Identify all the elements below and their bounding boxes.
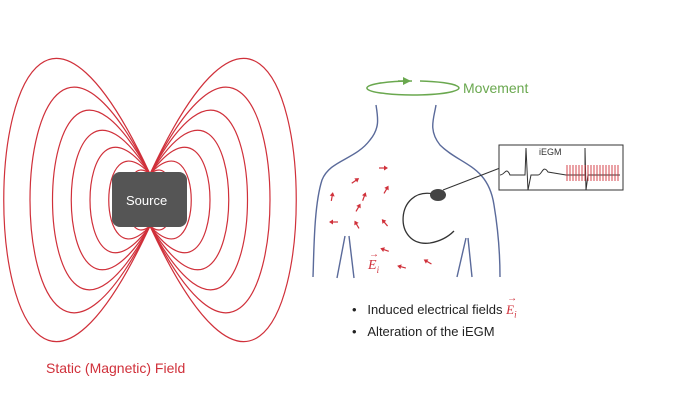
efield-symbol: →Ei <box>368 249 380 275</box>
connector-line <box>442 167 501 191</box>
pacemaker-lead <box>402 192 455 244</box>
field-line <box>51 109 151 291</box>
field-line <box>70 129 151 271</box>
field-arrow <box>383 185 389 194</box>
iegm-label: iEGM <box>539 147 562 157</box>
source-box <box>112 172 187 227</box>
field-arrow <box>329 219 338 225</box>
induced-field-arrows <box>329 165 432 270</box>
magnetic-field-lines <box>3 58 297 342</box>
field-line <box>3 58 151 342</box>
field-line <box>149 58 297 342</box>
field-arrow <box>381 219 389 227</box>
field-line <box>108 160 151 240</box>
field-arrow <box>329 192 335 202</box>
movement-label: Movement <box>463 80 529 96</box>
source-label: Source <box>126 193 168 208</box>
field-line <box>149 129 230 271</box>
field-line <box>149 109 249 291</box>
field-arrow <box>379 165 388 171</box>
field-label: Static (Magnetic) Field <box>46 360 186 376</box>
field-arrow <box>361 192 367 201</box>
movement-rotation-icon <box>366 77 460 96</box>
field-arrow <box>423 259 432 265</box>
field-line <box>89 146 151 254</box>
field-line <box>149 146 211 254</box>
field-line <box>29 86 151 314</box>
pacemaker-device <box>430 189 446 201</box>
bullet-induced-fields: • Induced electrical fields →Ei <box>352 293 518 320</box>
iegm-trace-box <box>498 144 624 191</box>
field-arrow <box>355 203 361 212</box>
field-arrow <box>354 220 360 229</box>
field-arrow <box>351 178 360 184</box>
bullet-iegm-alteration: • Alteration of the iEGM <box>352 324 495 339</box>
torso-outline <box>312 104 501 279</box>
field-line <box>149 86 271 314</box>
field-arrow <box>397 264 407 270</box>
field-arrow <box>380 247 389 253</box>
field-line <box>149 160 192 240</box>
